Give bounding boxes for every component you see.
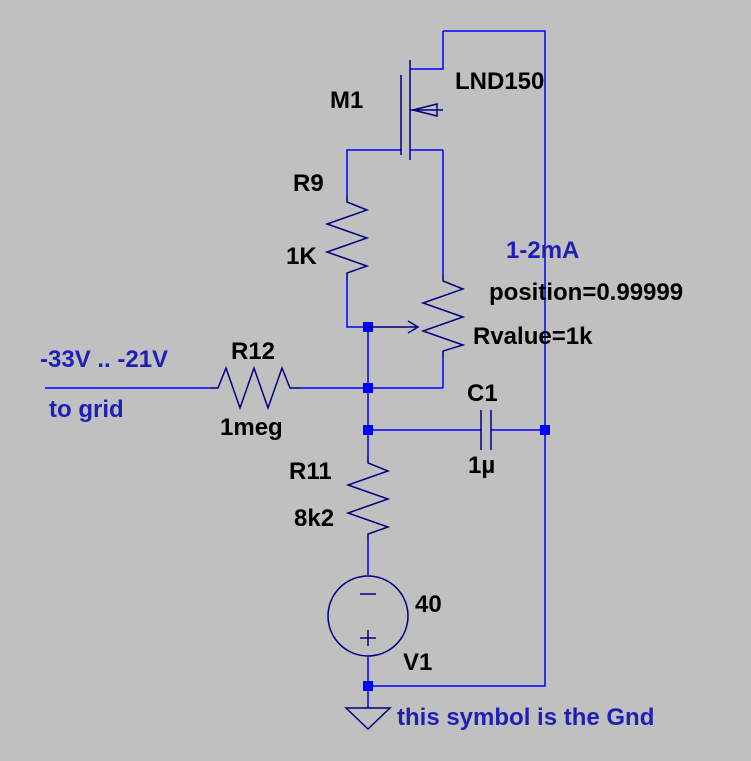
r9-value-label: 1K xyxy=(286,243,317,270)
input-label-annotation: to grid xyxy=(49,396,124,423)
r12-value-label: 1meg xyxy=(220,414,283,441)
resistor-r9-symbol[interactable] xyxy=(324,195,370,280)
c1-name-label: C1 xyxy=(467,380,498,407)
m1-model-label: LND150 xyxy=(455,68,544,95)
potentiometer-symbol[interactable] xyxy=(368,274,466,358)
r11-name-label: R11 xyxy=(289,458,332,485)
c1-value-label: 1µ xyxy=(468,452,495,479)
ground-icon[interactable] xyxy=(344,707,392,731)
resistor-r11-symbol[interactable] xyxy=(345,456,391,540)
v1-value-label: 40 xyxy=(415,591,442,618)
mosfet-m1-symbol[interactable] xyxy=(400,60,443,160)
v1-name-label: V1 xyxy=(403,649,432,676)
r11-value-label: 8k2 xyxy=(294,505,334,532)
pot-rvalue-label: Rvalue=1k xyxy=(473,323,593,350)
voltage-source-v1-symbol[interactable] xyxy=(327,575,409,657)
r12-name-label: R12 xyxy=(231,338,275,365)
gnd-note-annotation: this symbol is the Gnd xyxy=(397,704,654,731)
capacitor-c1-symbol[interactable] xyxy=(480,410,492,450)
junction-dots xyxy=(363,322,550,691)
r9-name-label: R9 xyxy=(293,170,324,197)
m1-name-label: M1 xyxy=(330,87,363,114)
pot-position-label: position=0.99999 xyxy=(489,279,683,306)
input-range-annotation: -33V .. -21V xyxy=(40,346,168,373)
wires xyxy=(45,30,546,708)
current-annotation: 1-2mA xyxy=(506,237,579,264)
resistor-r12-symbol[interactable] xyxy=(210,365,300,411)
